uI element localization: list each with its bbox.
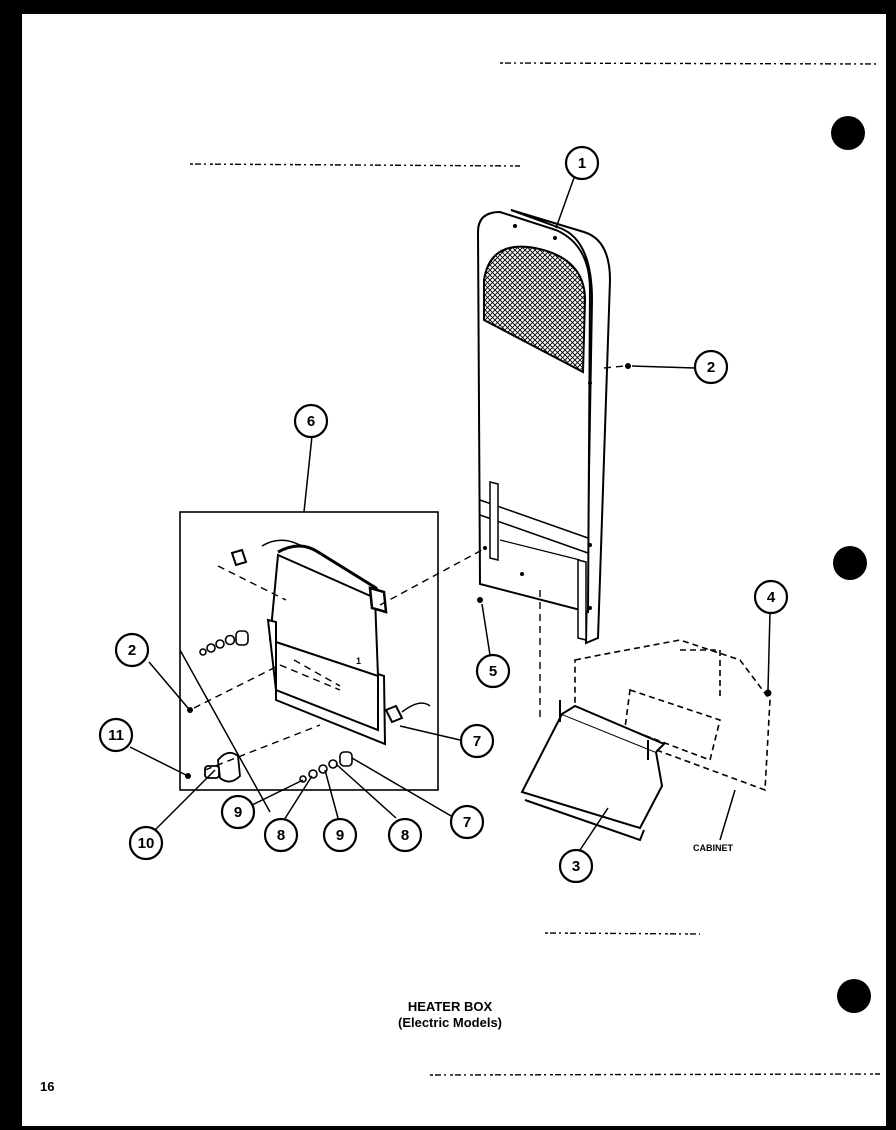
callout-1 [564, 145, 600, 181]
callout-3 [558, 848, 594, 884]
callout-labels: 1 2 2 3 4 5 6 7 7 8 8 9 9 10 11 [108, 155, 776, 875]
leader-lines [129, 174, 771, 851]
svg-text:11: 11 [108, 727, 124, 744]
svg-text:9: 9 [336, 827, 344, 844]
scan-artifacts [189, 62, 881, 1076]
binder-hole-middle [833, 546, 867, 580]
callout-10 [128, 825, 164, 861]
svg-text:6: 6 [307, 413, 315, 430]
paper-sheet [22, 14, 886, 1126]
binder-hole-bottom [837, 979, 871, 1013]
diagram-title: HEATER BOX [408, 999, 493, 1014]
svg-text:7: 7 [473, 733, 481, 750]
bracket-part-3 [520, 700, 666, 842]
callout-4 [753, 579, 789, 615]
callout-2-right [693, 349, 729, 385]
cabinet-label: CABINET [693, 843, 734, 853]
washer-stack-left [199, 630, 249, 656]
panel-mark: 1 [356, 656, 361, 666]
callout-8-right [387, 817, 423, 853]
binder-hole-top [831, 116, 865, 150]
svg-text:9: 9 [234, 804, 242, 821]
page-number: 16 [40, 1079, 54, 1094]
svg-text:1: 1 [578, 155, 586, 172]
svg-text:8: 8 [277, 827, 285, 844]
callout-11 [98, 717, 134, 753]
callout-7-upper [459, 723, 495, 759]
cabinet-base [574, 639, 771, 792]
callout-9-left [220, 794, 256, 830]
callout-9-right [322, 817, 358, 853]
callout-8-left [263, 817, 299, 853]
callout-5 [475, 653, 511, 689]
svg-text:2: 2 [707, 359, 715, 376]
svg-text:4: 4 [767, 589, 776, 606]
heater-grille [483, 245, 587, 374]
diagram-subtitle: (Electric Models) [398, 1015, 502, 1030]
svg-text:3: 3 [572, 858, 580, 875]
thermostat-part [204, 751, 241, 783]
svg-text:8: 8 [401, 827, 409, 844]
svg-text:7: 7 [463, 814, 471, 831]
svg-text:10: 10 [138, 835, 155, 852]
callout-7-lower [449, 804, 485, 840]
heater-element [230, 539, 431, 746]
panel-screw-holes [483, 224, 592, 610]
callouts [98, 145, 789, 884]
svg-text:2: 2 [128, 642, 136, 659]
svg-text:5: 5 [489, 663, 497, 680]
heater-panel [476, 209, 612, 645]
callout-6 [293, 403, 329, 439]
washer-stack-bottom [299, 751, 353, 783]
callout-2-left [114, 632, 150, 668]
